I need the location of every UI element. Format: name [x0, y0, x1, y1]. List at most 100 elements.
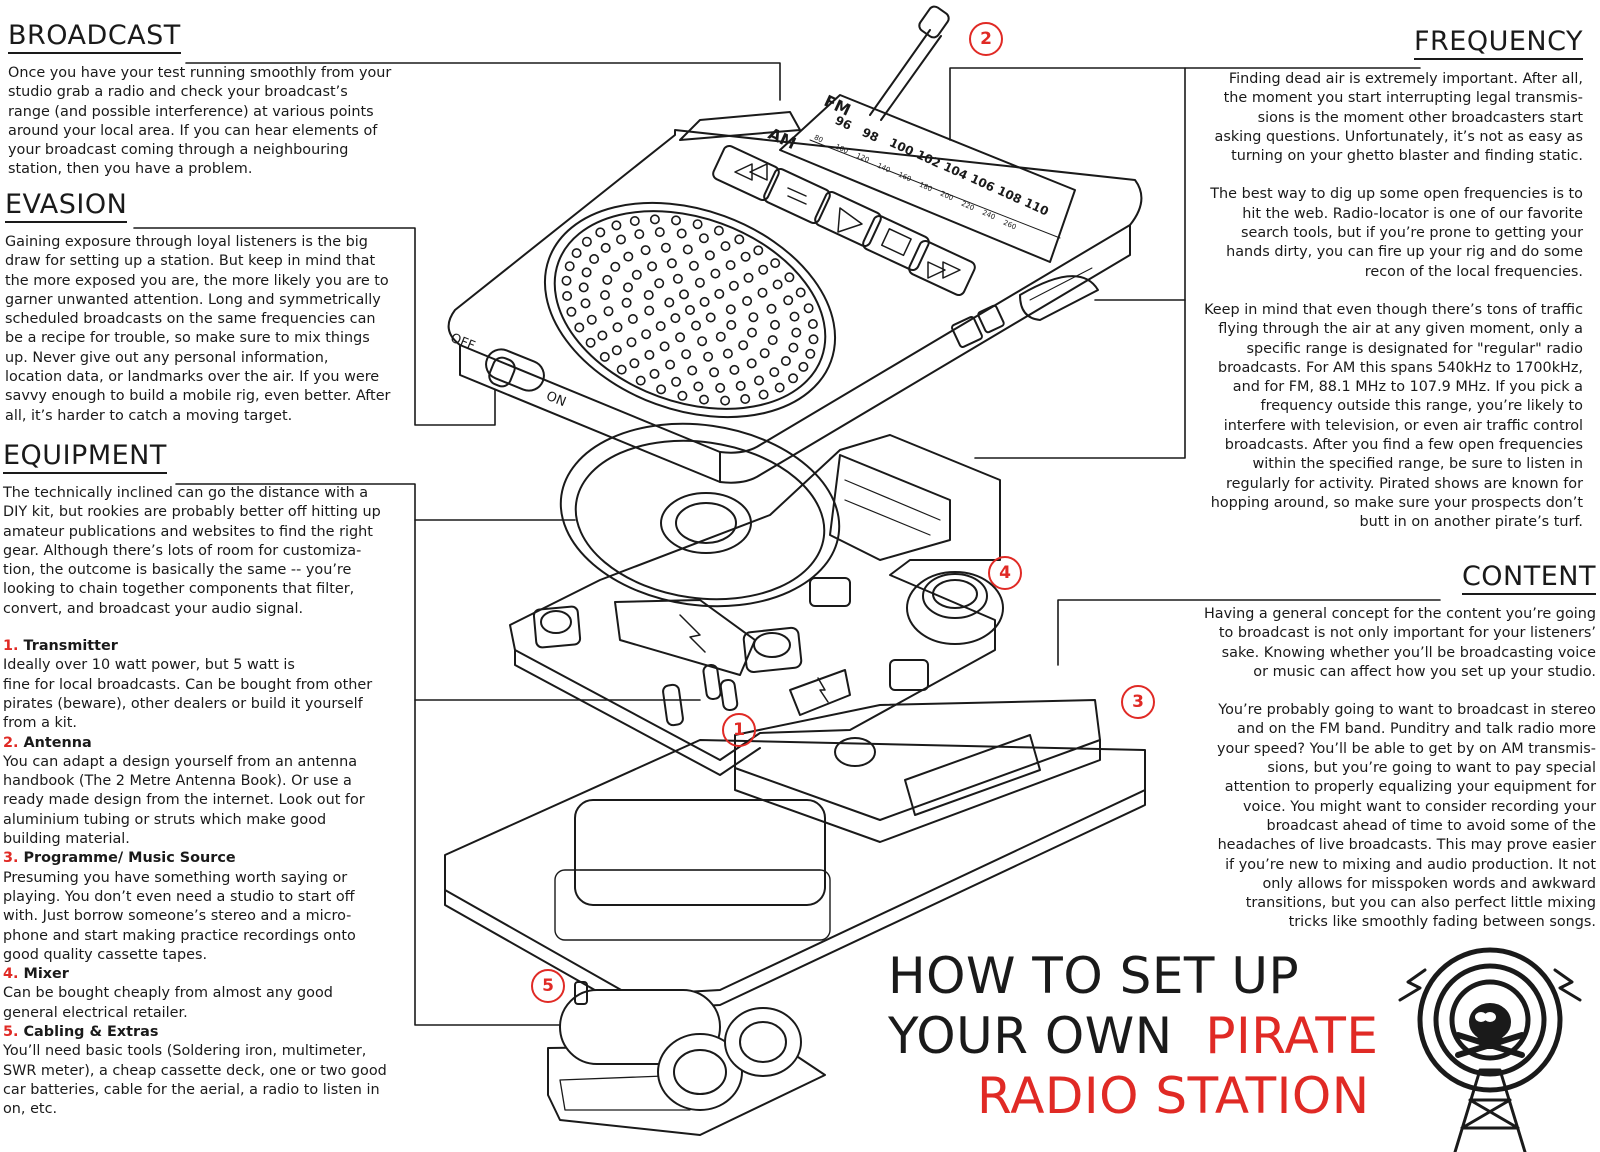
equipment-item-text: Ideally over 10 watt power, but 5 watt i…	[3, 657, 373, 732]
speaker-hole	[748, 312, 759, 323]
speaker-hole	[684, 304, 695, 315]
badge-2: 2	[969, 22, 1003, 56]
speaker-hole	[698, 233, 709, 244]
heading-content: CONTENT	[1461, 563, 1596, 595]
speaker-hole	[656, 384, 667, 395]
speaker-hole	[682, 244, 693, 255]
speaker-hole	[783, 295, 794, 306]
speaker-hole	[640, 245, 651, 256]
speaker-hole	[798, 361, 809, 372]
speaker-hole	[626, 337, 637, 348]
speaker-hole	[615, 234, 626, 245]
speaker-hole	[789, 311, 800, 322]
speaker-cone	[559, 422, 841, 608]
speaker-hole	[735, 380, 746, 391]
radio-body	[447, 129, 1143, 484]
speaker-hole	[734, 234, 745, 245]
speaker-hole	[774, 382, 785, 393]
speaker-hole	[687, 365, 698, 376]
equipment-item-title: 3. Programme/ Music Source	[3, 849, 408, 868]
circuit-board	[509, 434, 1004, 776]
speaker-hole	[710, 268, 721, 279]
heading-frequency: FREQUENCY	[1414, 28, 1583, 60]
control-buttons	[712, 144, 976, 297]
equipment-item-title: 1. Transmitter	[3, 637, 408, 656]
title-line-2: YOUR OWN PIRATE	[888, 1006, 1378, 1066]
speaker-hole	[655, 321, 666, 332]
speaker-hole	[788, 342, 799, 353]
speaker-hole	[586, 314, 597, 325]
speaker-hole	[766, 303, 777, 314]
speaker-hole	[715, 382, 726, 393]
badge-4: 4	[988, 556, 1022, 590]
equipment-item-text: Presuming you have something worth sayin…	[3, 869, 356, 963]
equipment-item-label: Antenna	[23, 734, 92, 751]
speaker-hole	[666, 258, 677, 269]
speaker-hole	[726, 319, 737, 330]
content-text-2: You’re probably going to want to broadca…	[1217, 702, 1596, 931]
heading-broadcast: BROADCAST	[8, 22, 181, 54]
section-evasion: EVASION Gaining exposure through loyal l…	[5, 191, 405, 426]
equipment-item-label: Programme/ Music Source	[23, 850, 236, 867]
speaker-hole	[705, 312, 716, 323]
speaker-hole	[758, 264, 769, 275]
speaker-hole	[767, 335, 778, 346]
speaker-hole	[807, 318, 818, 329]
speaker-hole	[589, 254, 600, 265]
speaker-hole	[564, 261, 575, 272]
speaker-hole	[715, 331, 726, 342]
speaker-hole	[623, 251, 634, 262]
section-equipment: EQUIPMENT The technically inclined can g…	[3, 442, 408, 1120]
frequency-text-3: Keep in mind that even though there’s to…	[1204, 301, 1583, 531]
speaker-hole	[574, 322, 585, 333]
speaker-hole	[681, 349, 692, 360]
speaker-hole	[602, 274, 613, 285]
speaker-hole	[672, 273, 683, 284]
speaker-hole	[805, 348, 816, 359]
speaker-hole	[678, 289, 689, 300]
speaker-hole	[740, 251, 751, 262]
speaker-hole	[634, 229, 645, 240]
speaker-hole	[562, 290, 573, 301]
speaker-hole	[697, 336, 708, 347]
speaker-hole	[740, 393, 751, 404]
speaker-hole	[600, 242, 611, 253]
speaker-hole	[603, 306, 614, 317]
speaker-hole	[729, 364, 740, 375]
equipment-item-label: Transmitter	[23, 638, 118, 655]
speaker-hole	[665, 359, 676, 370]
equipment-item-number: 1.	[3, 638, 19, 655]
speaker-hole	[621, 297, 632, 308]
speaker-hole	[578, 282, 589, 293]
equipment-item-number: 3.	[3, 850, 19, 867]
speaker-hole	[566, 306, 577, 317]
power-switch	[485, 348, 545, 392]
speaker-hole	[660, 242, 671, 253]
speaker-hole	[599, 351, 610, 362]
speaker-hole	[561, 275, 572, 286]
speaker-hole	[769, 367, 780, 378]
title-line-3: RADIO STATION	[977, 1067, 1370, 1125]
speaker-hole	[631, 269, 642, 280]
title-pirate: PIRATE	[1205, 1007, 1379, 1065]
equipment-item-label: Mixer	[23, 966, 69, 983]
speaker-hole	[643, 289, 654, 300]
speaker-hole	[722, 348, 733, 359]
speaker-hole	[743, 272, 754, 283]
badge-3: 3	[1121, 685, 1155, 719]
speaker-hole	[635, 375, 646, 386]
speaker-hole	[644, 349, 655, 360]
speaker-hole	[746, 327, 757, 338]
speaker-hole	[611, 345, 622, 356]
speaker-hole	[670, 313, 681, 324]
speaker-hole	[803, 303, 814, 314]
speaker-hole	[611, 220, 622, 231]
speaker-hole	[610, 261, 621, 272]
speaker-hole	[693, 381, 704, 392]
speaker-hole	[788, 373, 799, 384]
volume-wheel	[1019, 267, 1099, 321]
speaker-hole	[720, 241, 731, 252]
speaker-hole	[581, 236, 592, 247]
